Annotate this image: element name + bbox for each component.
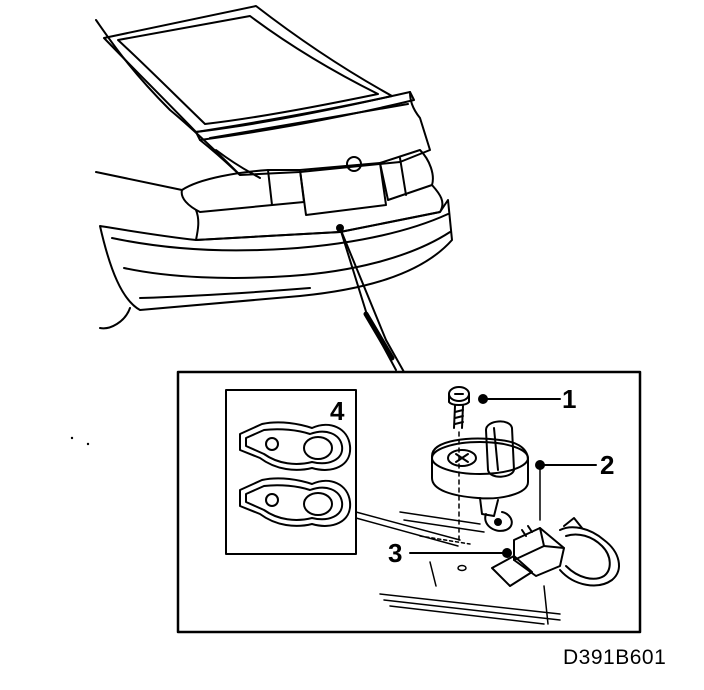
gasket-leader <box>355 511 461 541</box>
callout-2: 2 <box>600 450 615 480</box>
wheel-arch <box>99 307 131 330</box>
tail-light-right-divider <box>399 157 407 196</box>
bumper-upper-line <box>111 213 449 252</box>
rear-window-inner <box>117 15 379 125</box>
body-side-left <box>95 171 183 191</box>
callout-1: 1 <box>562 384 577 414</box>
rear-emblem <box>346 156 362 172</box>
callout-leaders <box>409 394 597 558</box>
callout-3: 3 <box>388 538 403 568</box>
gasket-panel <box>225 389 357 555</box>
number-plate-lamp <box>431 420 529 532</box>
bumper-lower-line <box>123 231 451 279</box>
callout-4: 4 <box>330 396 345 426</box>
lamp-lens <box>485 420 515 478</box>
tail-light-left <box>180 169 305 213</box>
figure-code: D391B601 <box>563 646 667 669</box>
tail-light-divider <box>267 169 273 206</box>
hatch-edge <box>215 149 261 179</box>
bumper-section <box>379 511 561 625</box>
car-rear-view <box>95 5 453 330</box>
gasket-lower <box>239 477 352 527</box>
rear-bumper <box>99 199 453 311</box>
detail-frame <box>176 370 642 634</box>
spoiler-stripe <box>209 103 409 139</box>
bumper-bottom-line <box>139 287 311 299</box>
spoiler <box>195 91 415 141</box>
zoom-leader <box>339 227 405 373</box>
wire-connector <box>491 517 620 587</box>
gasket-upper <box>239 421 352 471</box>
